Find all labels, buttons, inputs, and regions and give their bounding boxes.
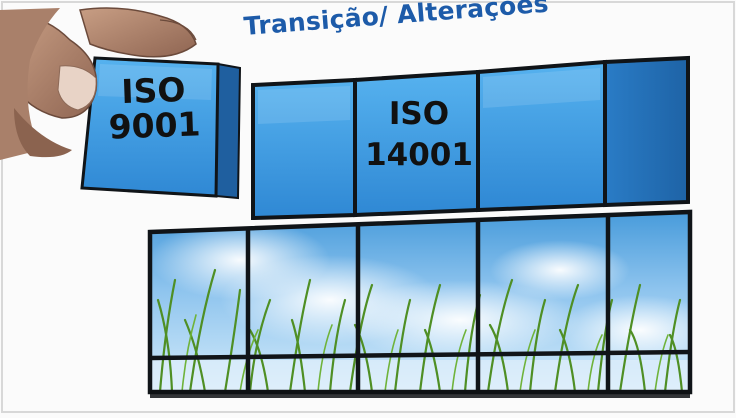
wall-top-row [251, 55, 690, 221]
held-block-line2: 9001 [107, 104, 202, 147]
grass [156, 268, 684, 394]
hand-holding-block-icon [0, 7, 197, 160]
held-block [80, 56, 242, 200]
wall-sky-rows [147, 209, 693, 398]
wall-block-line1: ISO [388, 96, 450, 132]
held-block-label: ISO 9001 [103, 70, 205, 147]
wall-block-label: ISO 14001 [360, 98, 478, 171]
wall-block-line2: 14001 [365, 136, 473, 173]
